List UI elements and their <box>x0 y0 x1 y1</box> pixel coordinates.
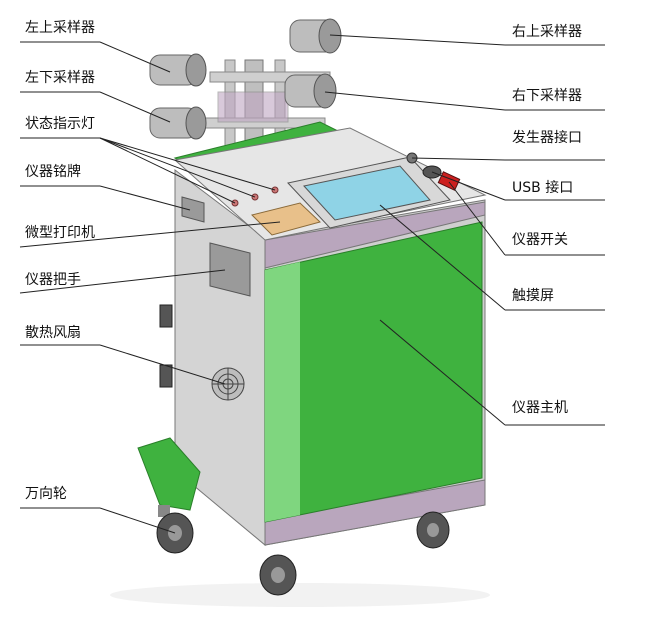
label-micro-printer: 微型打印机 <box>25 225 95 241</box>
leader-right-upper-sampler <box>329 34 506 46</box>
leader-fan <box>99 344 226 385</box>
right-upper-sampler <box>289 18 342 54</box>
label-caster: 万向轮 <box>25 486 67 502</box>
leader-status-light-3 <box>99 137 276 191</box>
caster-front-right <box>259 554 297 596</box>
side-knob-lower <box>159 364 173 388</box>
label-right-lower-sampler: 右下采样器 <box>512 88 582 104</box>
label-usb-port: USB 接口 <box>512 180 574 196</box>
leader-status-light-2 <box>99 137 256 198</box>
leader-caster <box>99 507 176 534</box>
label-nameplate: 仪器铭牌 <box>25 164 81 180</box>
body-top-band <box>264 201 486 269</box>
micro-printer <box>251 202 321 236</box>
label-power-switch: 仪器开关 <box>512 232 568 248</box>
side-knob-upper <box>159 304 173 328</box>
caster-rear-right <box>416 511 450 549</box>
leader-usb-port <box>431 171 506 201</box>
front-step <box>137 437 201 511</box>
leader-generator-port <box>411 157 506 161</box>
main-unit-highlight <box>265 262 300 522</box>
leader-touchscreen <box>379 204 506 311</box>
nameplate <box>181 196 205 223</box>
label-main-unit: 仪器主机 <box>512 400 568 416</box>
leader-printer <box>19 221 281 248</box>
left-upper-sampler <box>149 53 207 87</box>
label-touchscreen: 触摸屏 <box>512 288 554 304</box>
label-status-light: 状态指示灯 <box>25 116 95 132</box>
leader-left-lower-sampler <box>99 91 171 123</box>
sampler-mast <box>194 59 331 181</box>
left-lower-sampler <box>149 106 207 140</box>
leader-handle <box>19 269 226 294</box>
leader-main-unit <box>379 319 506 426</box>
cooling-fan <box>211 367 245 401</box>
label-generator-port: 发生器接口 <box>512 130 582 146</box>
label-left-lower-sampler: 左下采样器 <box>25 70 95 86</box>
label-left-upper-sampler: 左上采样器 <box>25 20 95 36</box>
leader-left-upper-sampler <box>99 41 171 73</box>
label-right-upper-sampler: 右上采样器 <box>512 24 582 40</box>
leader-lines <box>19 34 605 534</box>
touchscreen <box>303 165 431 221</box>
leader-status-light-1 <box>99 137 236 204</box>
label-fan: 散热风扇 <box>25 325 81 341</box>
leader-right-lower-sampler <box>324 91 506 111</box>
leader-nameplate <box>99 185 191 211</box>
body-bottom-band <box>264 479 486 546</box>
right-lower-sampler <box>284 73 337 109</box>
label-handle: 仪器把手 <box>25 272 81 288</box>
leader-power-switch <box>448 181 506 256</box>
